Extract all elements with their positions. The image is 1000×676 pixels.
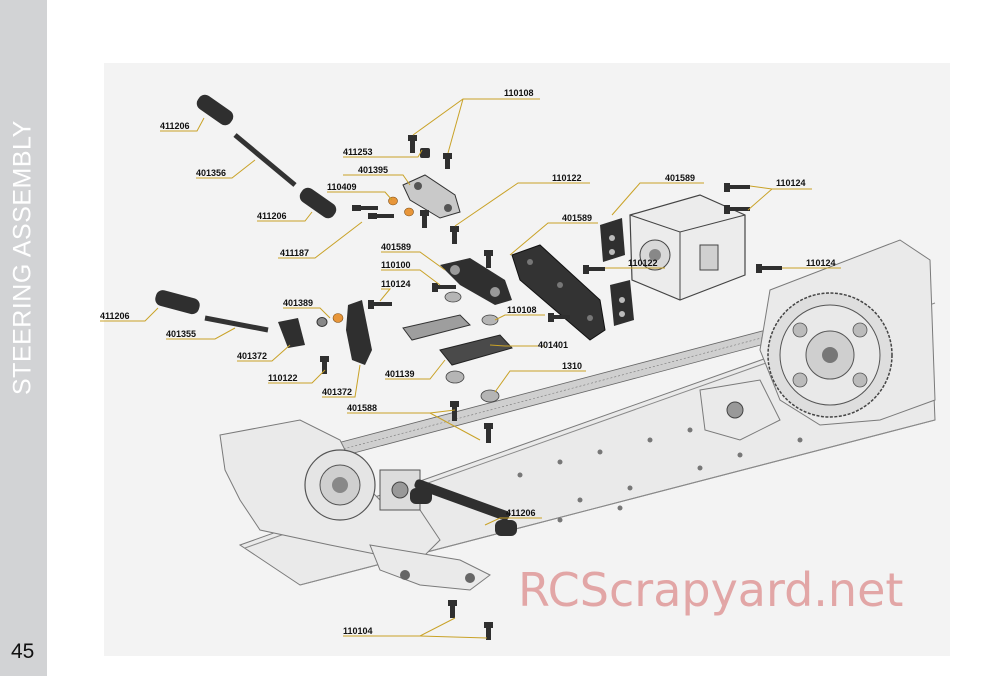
label-110104: 110104 — [343, 626, 373, 636]
label-411206: 411206 — [257, 211, 287, 221]
label-110409: 110409 — [327, 182, 357, 192]
label-401589: 401589 — [665, 173, 695, 183]
leader-lines — [100, 98, 841, 639]
watermark: RCScrapyard.net — [518, 563, 903, 617]
front-bulkhead — [219, 419, 491, 591]
page-number: 45 — [11, 640, 35, 663]
label-401139: 401139 — [385, 369, 415, 379]
ball-cups-orange — [316, 196, 414, 327]
screws — [320, 135, 782, 640]
label-401372: 401372 — [322, 387, 352, 397]
label-401401: 401401 — [538, 340, 568, 350]
label-401589: 401589 — [381, 242, 411, 252]
label-401588: 401588 — [347, 403, 377, 413]
label-110100: 110100 — [381, 260, 411, 270]
servo — [629, 194, 746, 301]
steering-plate-lower — [439, 334, 513, 366]
turnbuckle-upper — [196, 94, 337, 219]
label-411206: 411206 — [160, 121, 190, 131]
label-411206: 411206 — [506, 508, 536, 518]
label-401589: 401589 — [562, 213, 592, 223]
servo-mount-lower — [610, 280, 634, 326]
label-110124: 110124 — [776, 178, 806, 188]
label-110108: 110108 — [507, 305, 537, 315]
label-401372: 401372 — [237, 351, 267, 361]
label-110124: 110124 — [806, 258, 836, 268]
rear-gear-assembly — [699, 239, 936, 441]
label-110122: 110122 — [268, 373, 298, 383]
servo-mount-upper — [600, 218, 625, 262]
label-110108: 110108 — [504, 88, 534, 98]
bearings — [444, 291, 500, 403]
steering-bridge — [440, 258, 512, 305]
steering-plate-upper — [402, 314, 471, 341]
label-401395: 401395 — [358, 165, 388, 175]
label-401389: 401389 — [283, 298, 313, 308]
label-411206: 411206 — [100, 311, 130, 321]
label-110122: 110122 — [628, 258, 658, 268]
ackermann-arm — [402, 174, 461, 219]
part-labels: 110108 411253 401395 110409 411187 41120… — [100, 88, 836, 636]
label-411187: 411187 — [280, 248, 309, 258]
turnbuckle-left — [155, 290, 269, 333]
section-sidebar: STEERING ASSEMBLY — [0, 0, 47, 676]
label-110124: 110124 — [381, 279, 411, 289]
steering-arm-401372 — [278, 300, 372, 365]
label-401355: 401355 — [166, 329, 196, 339]
label-401356: 401356 — [196, 168, 226, 178]
label-411253: 411253 — [343, 147, 373, 157]
carbon-brace — [511, 244, 606, 341]
label-110122: 110122 — [552, 173, 582, 183]
label-1310: 1310 — [562, 361, 582, 371]
turnbuckle-lower — [410, 479, 517, 536]
